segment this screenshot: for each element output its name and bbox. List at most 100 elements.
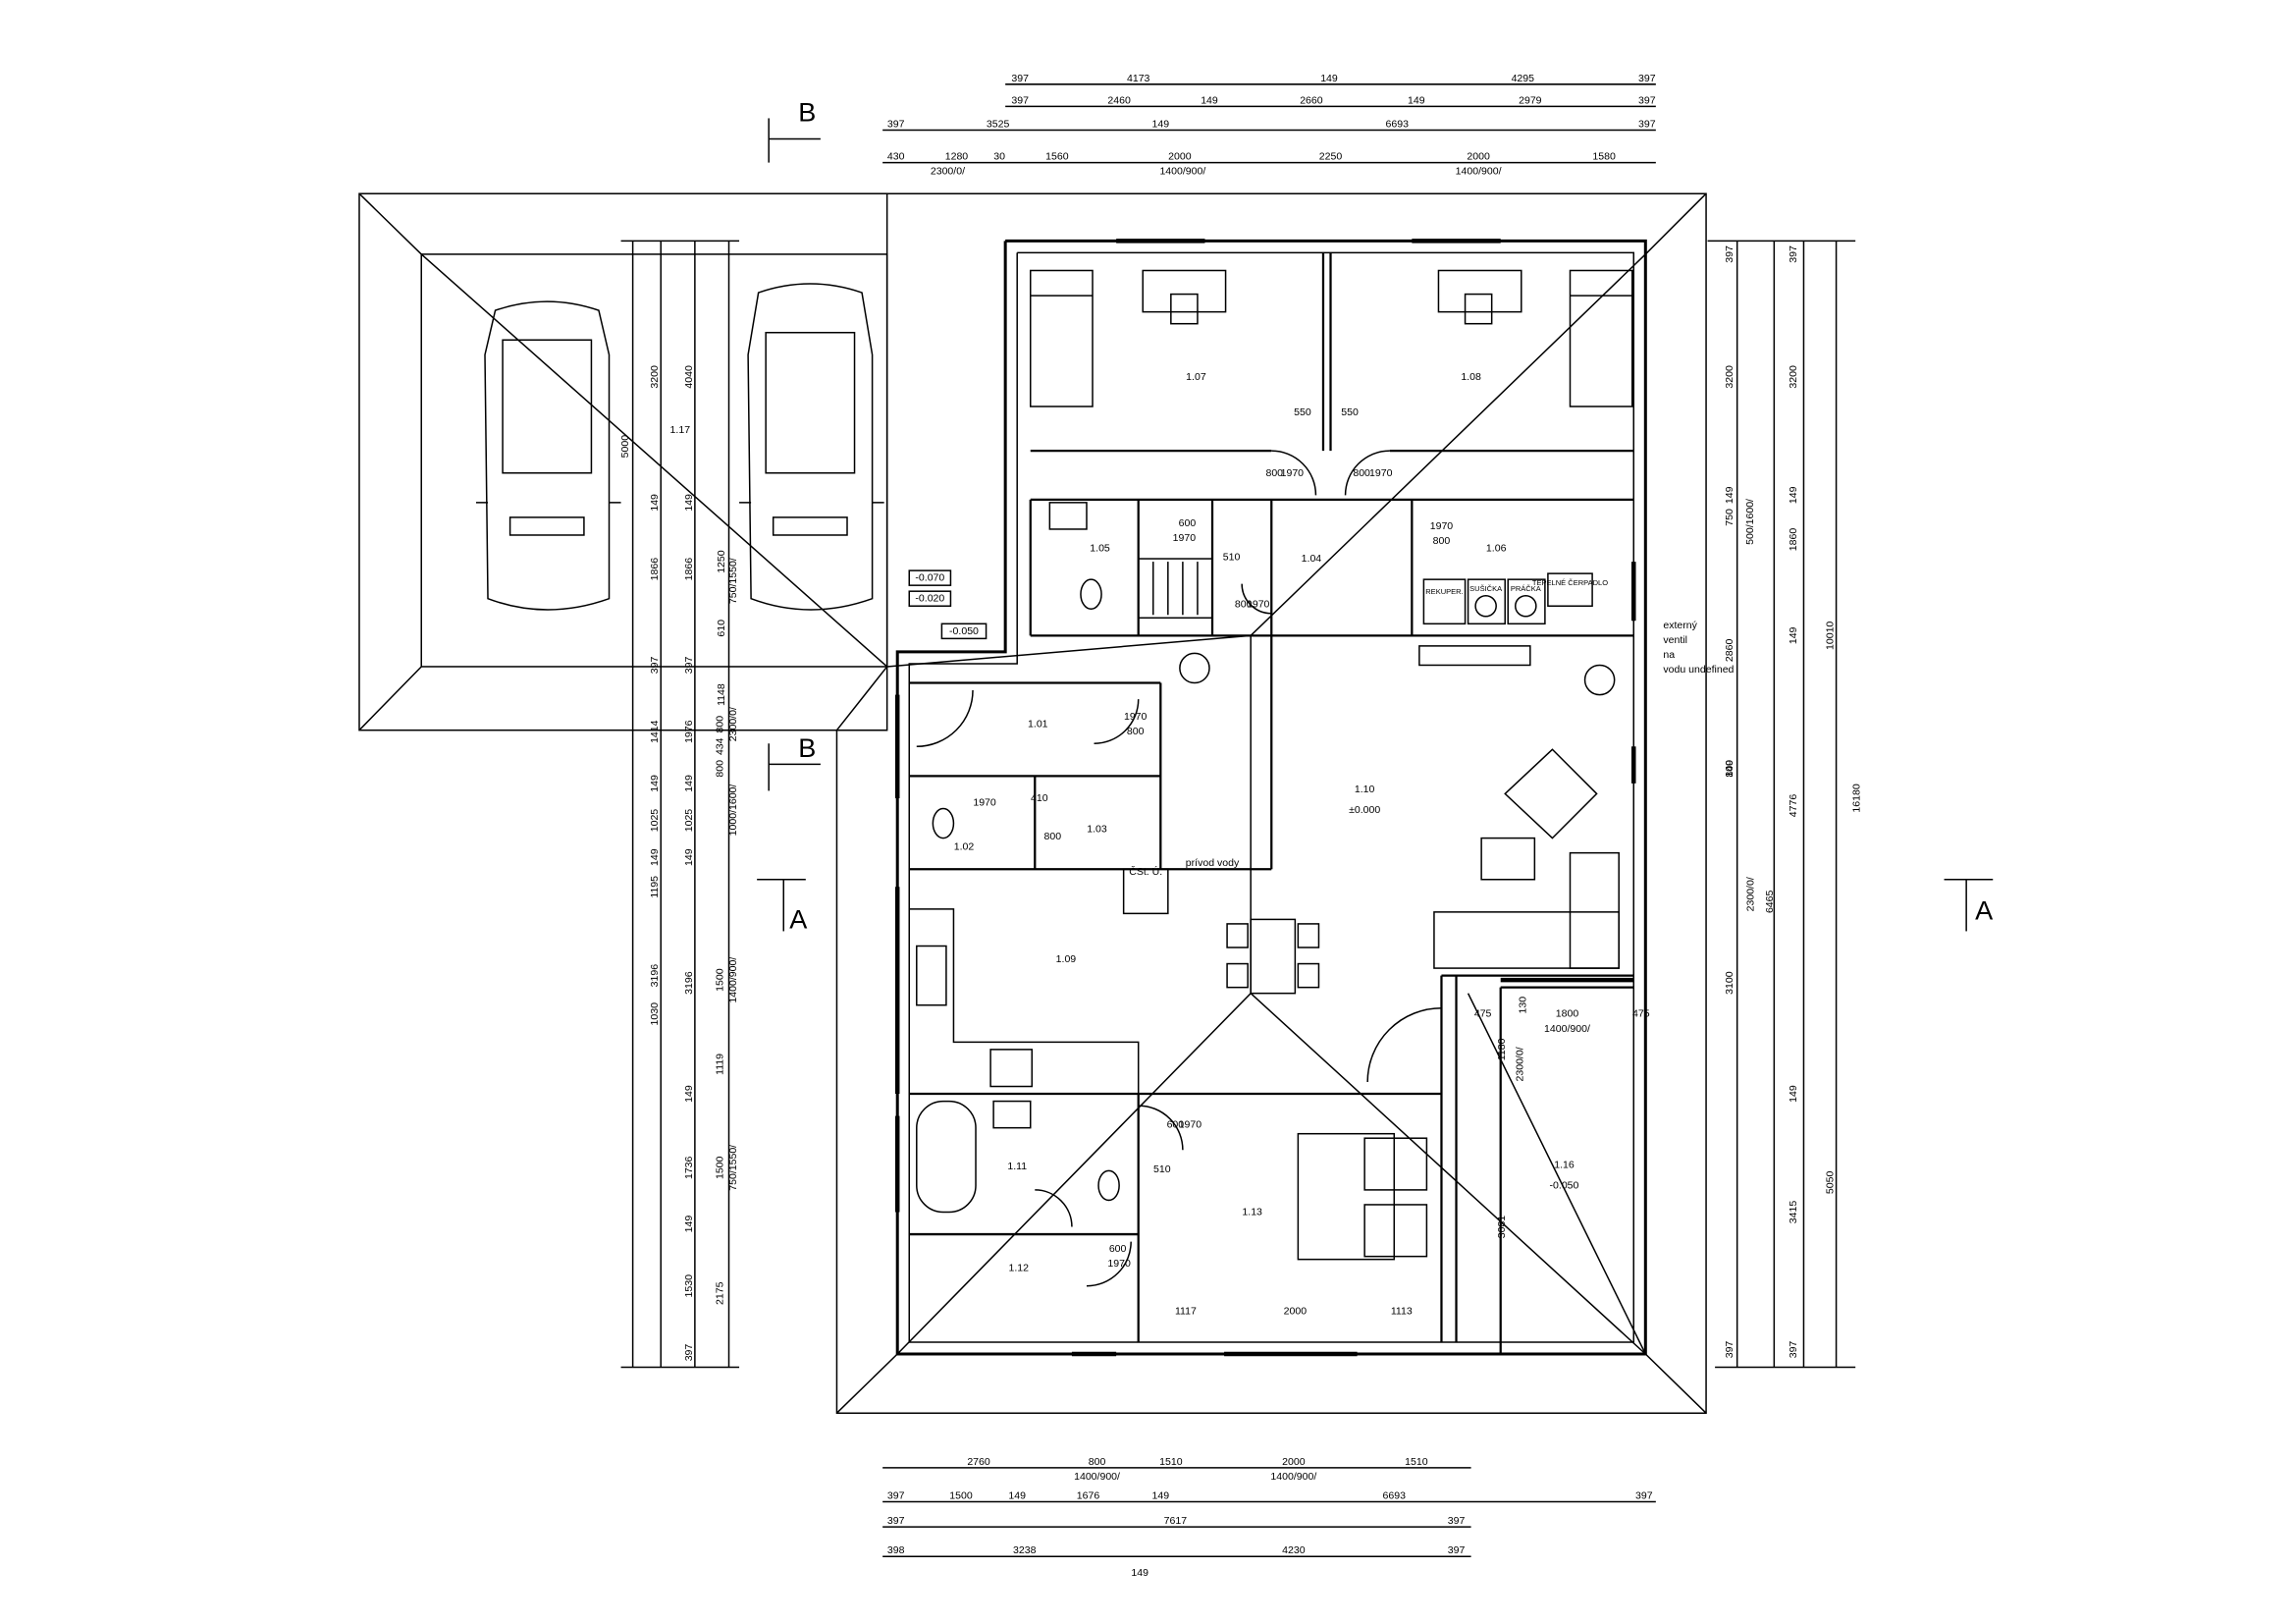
bottom-dimension-label: 3238 [1013,1544,1037,1556]
door-dimension-label: 1970 [1247,599,1270,611]
bottom-dimension-label: 6693 [1383,1490,1407,1502]
left-dimension-label: 750/1550/ [727,558,739,604]
top-dimension-label: 397 [1638,94,1656,106]
left-dimension-label: 1736 [683,1156,695,1179]
door-dimension-label: 600 [1109,1243,1127,1255]
top-dimension-label: 149 [1320,73,1338,84]
room-label-1-16: 1.16 [1554,1159,1575,1170]
utility-label: TEPELNÉ ČERPADLO [1532,578,1608,587]
section-b-marker: B [798,96,816,127]
room-label-1-05: 1.05 [1090,543,1110,555]
top-dimension-label: 397 [887,118,905,130]
level-marker-label: -0.070 [915,572,944,584]
top-dimension-label: 4295 [1512,73,1535,84]
left-dimension-label: 750/1550/ [727,1145,739,1191]
right-dimension-label: 2300/0/ [1744,877,1756,911]
room-label-1-11: 1.11 [1007,1161,1027,1172]
bottom-dimension-label: 1500 [949,1490,973,1502]
top-dimension-label: 2979 [1519,94,1542,106]
entrance-dimension: 3081 [1496,1216,1508,1239]
left-dimension-label: 1030 [649,1002,661,1026]
top-dimension-label: 2000 [1168,151,1192,163]
top-dimension-label: 2000 [1467,151,1490,163]
top-dimension-label: 149 [1152,118,1170,130]
door-dimension-label: 1970 [1124,711,1148,723]
room-label-1-02: 1.02 [954,841,975,853]
utility-label: PRÁČKA [1511,584,1541,593]
left-dimension-label: 1195 [649,876,661,898]
door-dimension-label: 800 [1433,535,1451,547]
utility-label: SUŠIČKA [1469,584,1502,593]
windows [894,239,1636,1357]
top-dimension-label: 397 [1638,118,1656,130]
right-dimension-label: 3415 [1788,1201,1799,1224]
valve-note: externý [1663,620,1697,631]
top-dimension-label: 397 [1011,94,1029,106]
stair-note: ČSt. Ú. [1129,865,1162,878]
door-dimension-label: 510 [1223,552,1241,564]
left-dimension-label: 1119 [714,1054,725,1075]
bed-1-07 [1030,269,1227,407]
right-dimension-label: 149 [1724,760,1735,778]
left-dimension-label: 1025 [683,809,695,833]
bottom-dimension-label: 397 [887,1490,905,1502]
room-label-1-09: 1.09 [1056,953,1077,965]
bottom-dimension-label: 800 [1089,1456,1106,1468]
top-dimension-label: 1580 [1592,151,1616,163]
utility-appliances [1418,572,1593,667]
top-dimension-label: 2660 [1300,94,1323,106]
right-dimension-label: 4776 [1788,794,1799,818]
top-dimension-label: 4173 [1127,73,1150,84]
top-dimension-label: 149 [1408,94,1425,106]
room-label-1-08: 1.08 [1461,371,1481,383]
room-label-1-12: 1.12 [1008,1263,1029,1274]
left-dimension-label: 149 [683,1216,695,1233]
car-2-outline [739,283,884,611]
door-dimension-label: 600 [1167,1119,1185,1131]
bottom-dimension-label: 397 [1635,1490,1653,1502]
bathtub [916,1100,977,1214]
right-dimension-label: 149 [1724,486,1735,504]
left-dimension-label: 149 [649,848,661,866]
left-dimension-label: 1400/900/ [727,957,739,1003]
left-dimension-label: 397 [683,1344,695,1362]
entrance-dimension: 2300/0/ [1514,1047,1525,1081]
room-dimension-label: 2000 [1284,1305,1308,1317]
section-a-marker: A [1975,894,1994,925]
door-dimension-label: 550 [1341,406,1359,418]
right-dimension-label: 397 [1788,1341,1799,1359]
bottom-dimension-label: 149 [1008,1490,1026,1502]
door-dimension-label: 800 [1235,599,1253,611]
entrance-dimension: 475 [1632,1008,1650,1020]
dining-table [1226,918,1320,995]
door-dimension-label: 410 [1031,792,1048,804]
entrance-dimension: 1180 [1496,1038,1508,1060]
right-dimension-label: 3100 [1724,971,1735,995]
top-dimension-label: 30 [993,151,1005,163]
valve-note: na [1663,649,1675,661]
left-dimension-label: 397 [683,657,695,675]
room-label-1-10: 1.10 [1355,784,1375,795]
bottom-dimension-label: 4230 [1282,1544,1306,1556]
top-dimension-label: 2250 [1319,151,1343,163]
door-dimension-label: 800 [1044,831,1062,842]
right-dimension-label: 149 [1788,486,1799,504]
carport-roof [358,192,888,731]
door-dimension-label: 800 [1353,467,1370,479]
left-dimension-label: 149 [683,848,695,866]
top-dimension-label: 1560 [1045,151,1069,163]
room-level-1-10: ±0.000 [1349,804,1380,816]
door-dimension-label: 550 [1294,406,1311,418]
bottom-window-label: 1400/900/ [1074,1471,1120,1483]
right-dimension-label: 149 [1788,1085,1799,1103]
left-dimension-label: 3196 [683,971,695,995]
left-dimension-label: 434 [714,737,725,755]
left-dimension-label: 1.17 [670,424,691,436]
entrance-dimension: 475 [1474,1008,1492,1020]
door-dimension-label: 1970 [1179,1119,1202,1131]
sofa [1433,748,1620,969]
kitchen-counter [909,868,1169,1095]
bottom-dimension-label: 149 [1131,1567,1148,1579]
bottom-dimension-label: 398 [887,1544,905,1556]
